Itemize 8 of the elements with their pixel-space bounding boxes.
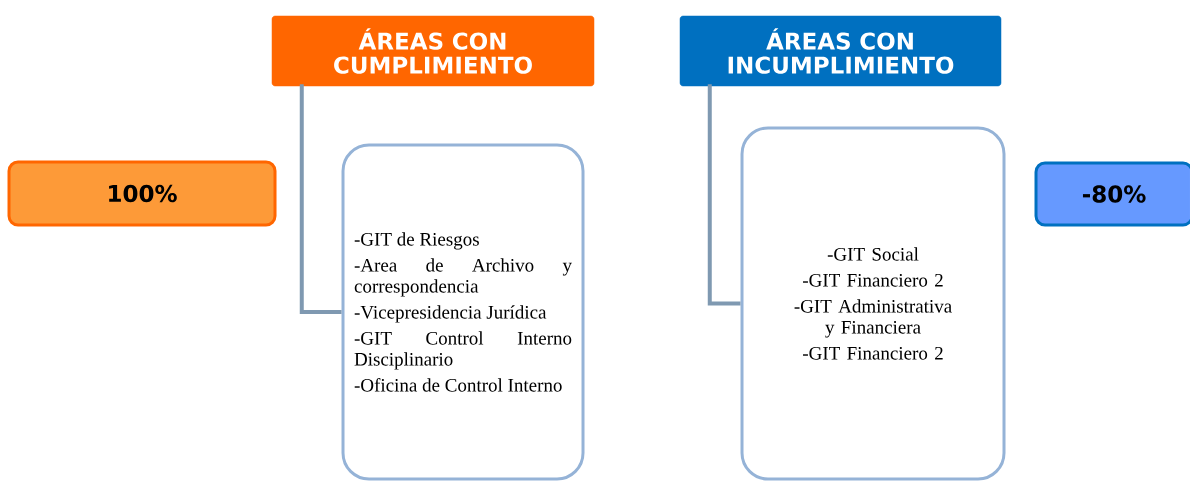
connector-line — [707, 84, 741, 306]
percentage-box: -80% — [1034, 161, 1190, 227]
percentage-box: 100% — [7, 160, 277, 227]
header-box: ÁREAS CON CUMPLIMIENTO — [271, 15, 595, 87]
list-box: -GIT de Riesgos -Area de Archivo y correspondencia -Vicepresidencia Jurídica -GIT Control Interno Disciplinario -Oficina de Control Interno — [341, 143, 585, 481]
list-box: -GIT Social -GIT Financiero 2 -GIT Administrativa y Financiera -GIT Financiero 2 — [740, 126, 1006, 481]
connector-line — [299, 84, 342, 314]
header-box: ÁREAS CON INCUMPLIMIENTO — [679, 15, 1002, 87]
